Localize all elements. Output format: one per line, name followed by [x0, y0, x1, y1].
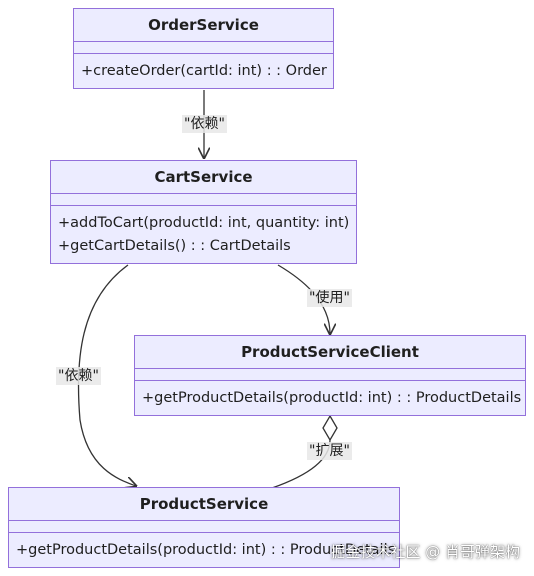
class-name: OrderService [148, 16, 259, 34]
attribute-compartment [135, 369, 525, 380]
divider [135, 368, 525, 369]
divider [51, 205, 356, 206]
divider [9, 520, 399, 521]
method-compartment: +getProductDetails(productId: int) : : P… [135, 381, 525, 410]
divider [135, 380, 525, 381]
attribute-compartment [74, 42, 333, 53]
method: +addToCart(productId: int, quantity: int… [58, 215, 350, 231]
edge-cart-to-productservice [77, 264, 136, 486]
divider [74, 53, 333, 54]
attribute-compartment [51, 194, 356, 205]
method: +getProductDetails(productId: int) : : P… [142, 390, 522, 406]
class-name: ProductServiceClient [241, 343, 419, 361]
method-compartment: +addToCart(productId: int, quantity: int… [51, 206, 356, 258]
method: +createOrder(cartId: int) : : Order [81, 63, 327, 79]
divider [51, 193, 356, 194]
method: +getProductDetails(productId: int) : : P… [16, 542, 396, 558]
method: +getCartDetails() : : CartDetails [58, 238, 291, 254]
class-order-service: OrderService +createOrder(cartId: int) :… [73, 8, 334, 89]
edge-label-order-cart: "依赖" [182, 115, 227, 133]
class-product-service-client: ProductServiceClient +getProductDetails(… [134, 335, 526, 416]
attribute-compartment [9, 521, 399, 532]
divider [9, 532, 399, 533]
method-compartment: +getProductDetails(productId: int) : : P… [9, 533, 399, 562]
edge-label-cart-productservice: "依赖" [56, 367, 101, 385]
class-name: ProductService [139, 495, 269, 513]
class-product-service: ProductService +getProductDetails(produc… [8, 487, 400, 568]
edge-label-cart-client: "使用" [307, 289, 352, 307]
method-compartment: +createOrder(cartId: int) : : Order [74, 54, 333, 83]
divider [74, 41, 333, 42]
aggregation-diamond [322, 414, 338, 442]
edge-label-client-productservice: "扩展" [307, 442, 352, 460]
class-cart-service: CartService +addToCart(productId: int, q… [50, 160, 357, 264]
watermark: 掘金技术社区 @ 肖哥弹架构 [330, 543, 520, 561]
class-name: CartService [154, 168, 253, 186]
